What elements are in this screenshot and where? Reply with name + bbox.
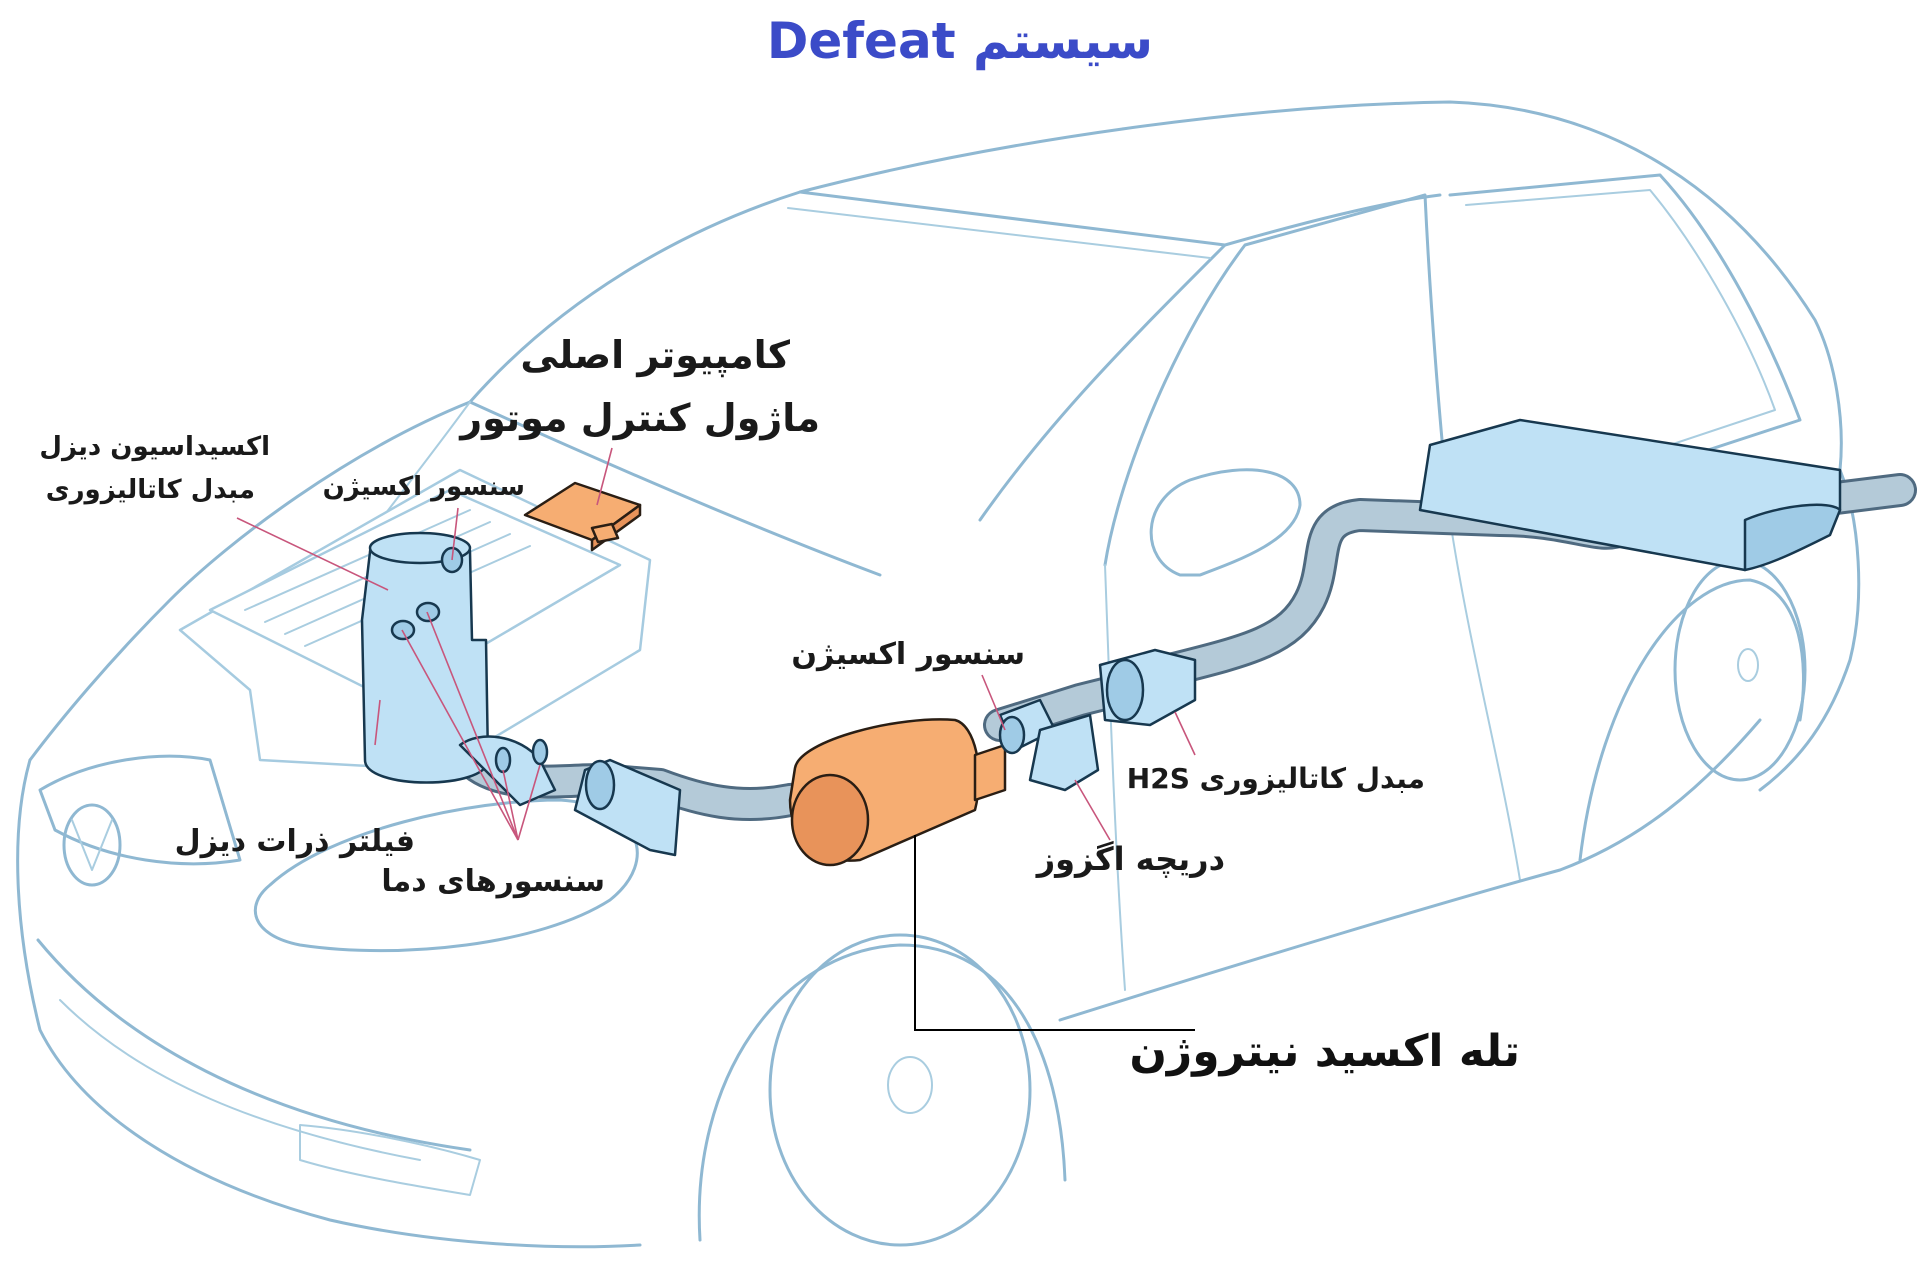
engine-control-module	[523, 481, 642, 552]
doc-label-line1: اکسیداسیون دیزل	[39, 432, 270, 462]
diagram-title: سیستم Defeat	[766, 12, 1154, 70]
dpf-label: فیلتر ذرات دیزل	[174, 824, 415, 859]
ecu-label-line1: کامپیوتر اصلی	[520, 333, 790, 377]
car-body-outline	[16, 100, 1861, 1249]
ecu-label-line2: ماژول کنترل موتور	[460, 396, 820, 440]
h2s-catalytic-converter	[1098, 648, 1197, 727]
oxygen-sensor-mid-housing	[998, 698, 1057, 755]
exhaust-flap-valve	[1028, 713, 1100, 792]
h2s-converter-label: مبدل کاتالیزوری H2S	[1126, 762, 1425, 795]
temp-sensors-label: سنسورهای دما	[381, 864, 605, 899]
oxygen-sensor-mid-label: سنسور اکسیژن	[791, 637, 1025, 672]
nox-trap-label: تله اکسید نیتروژن	[1129, 1026, 1520, 1077]
doc-label-line2: مبدل کاتالیزوری	[45, 475, 255, 505]
front-pipe-section	[573, 758, 682, 857]
car-badge-icon	[62, 803, 122, 887]
doc-dpf-canister	[360, 531, 490, 784]
exhaust-flap-label: دریچه اگزوز	[1036, 840, 1225, 878]
oxygen-sensor-front-label: سنسور اکسیژن	[322, 472, 525, 502]
leader-lines	[236, 447, 1196, 1031]
rear-muffler	[1418, 418, 1842, 572]
nox-trap-canister	[788, 718, 1007, 867]
